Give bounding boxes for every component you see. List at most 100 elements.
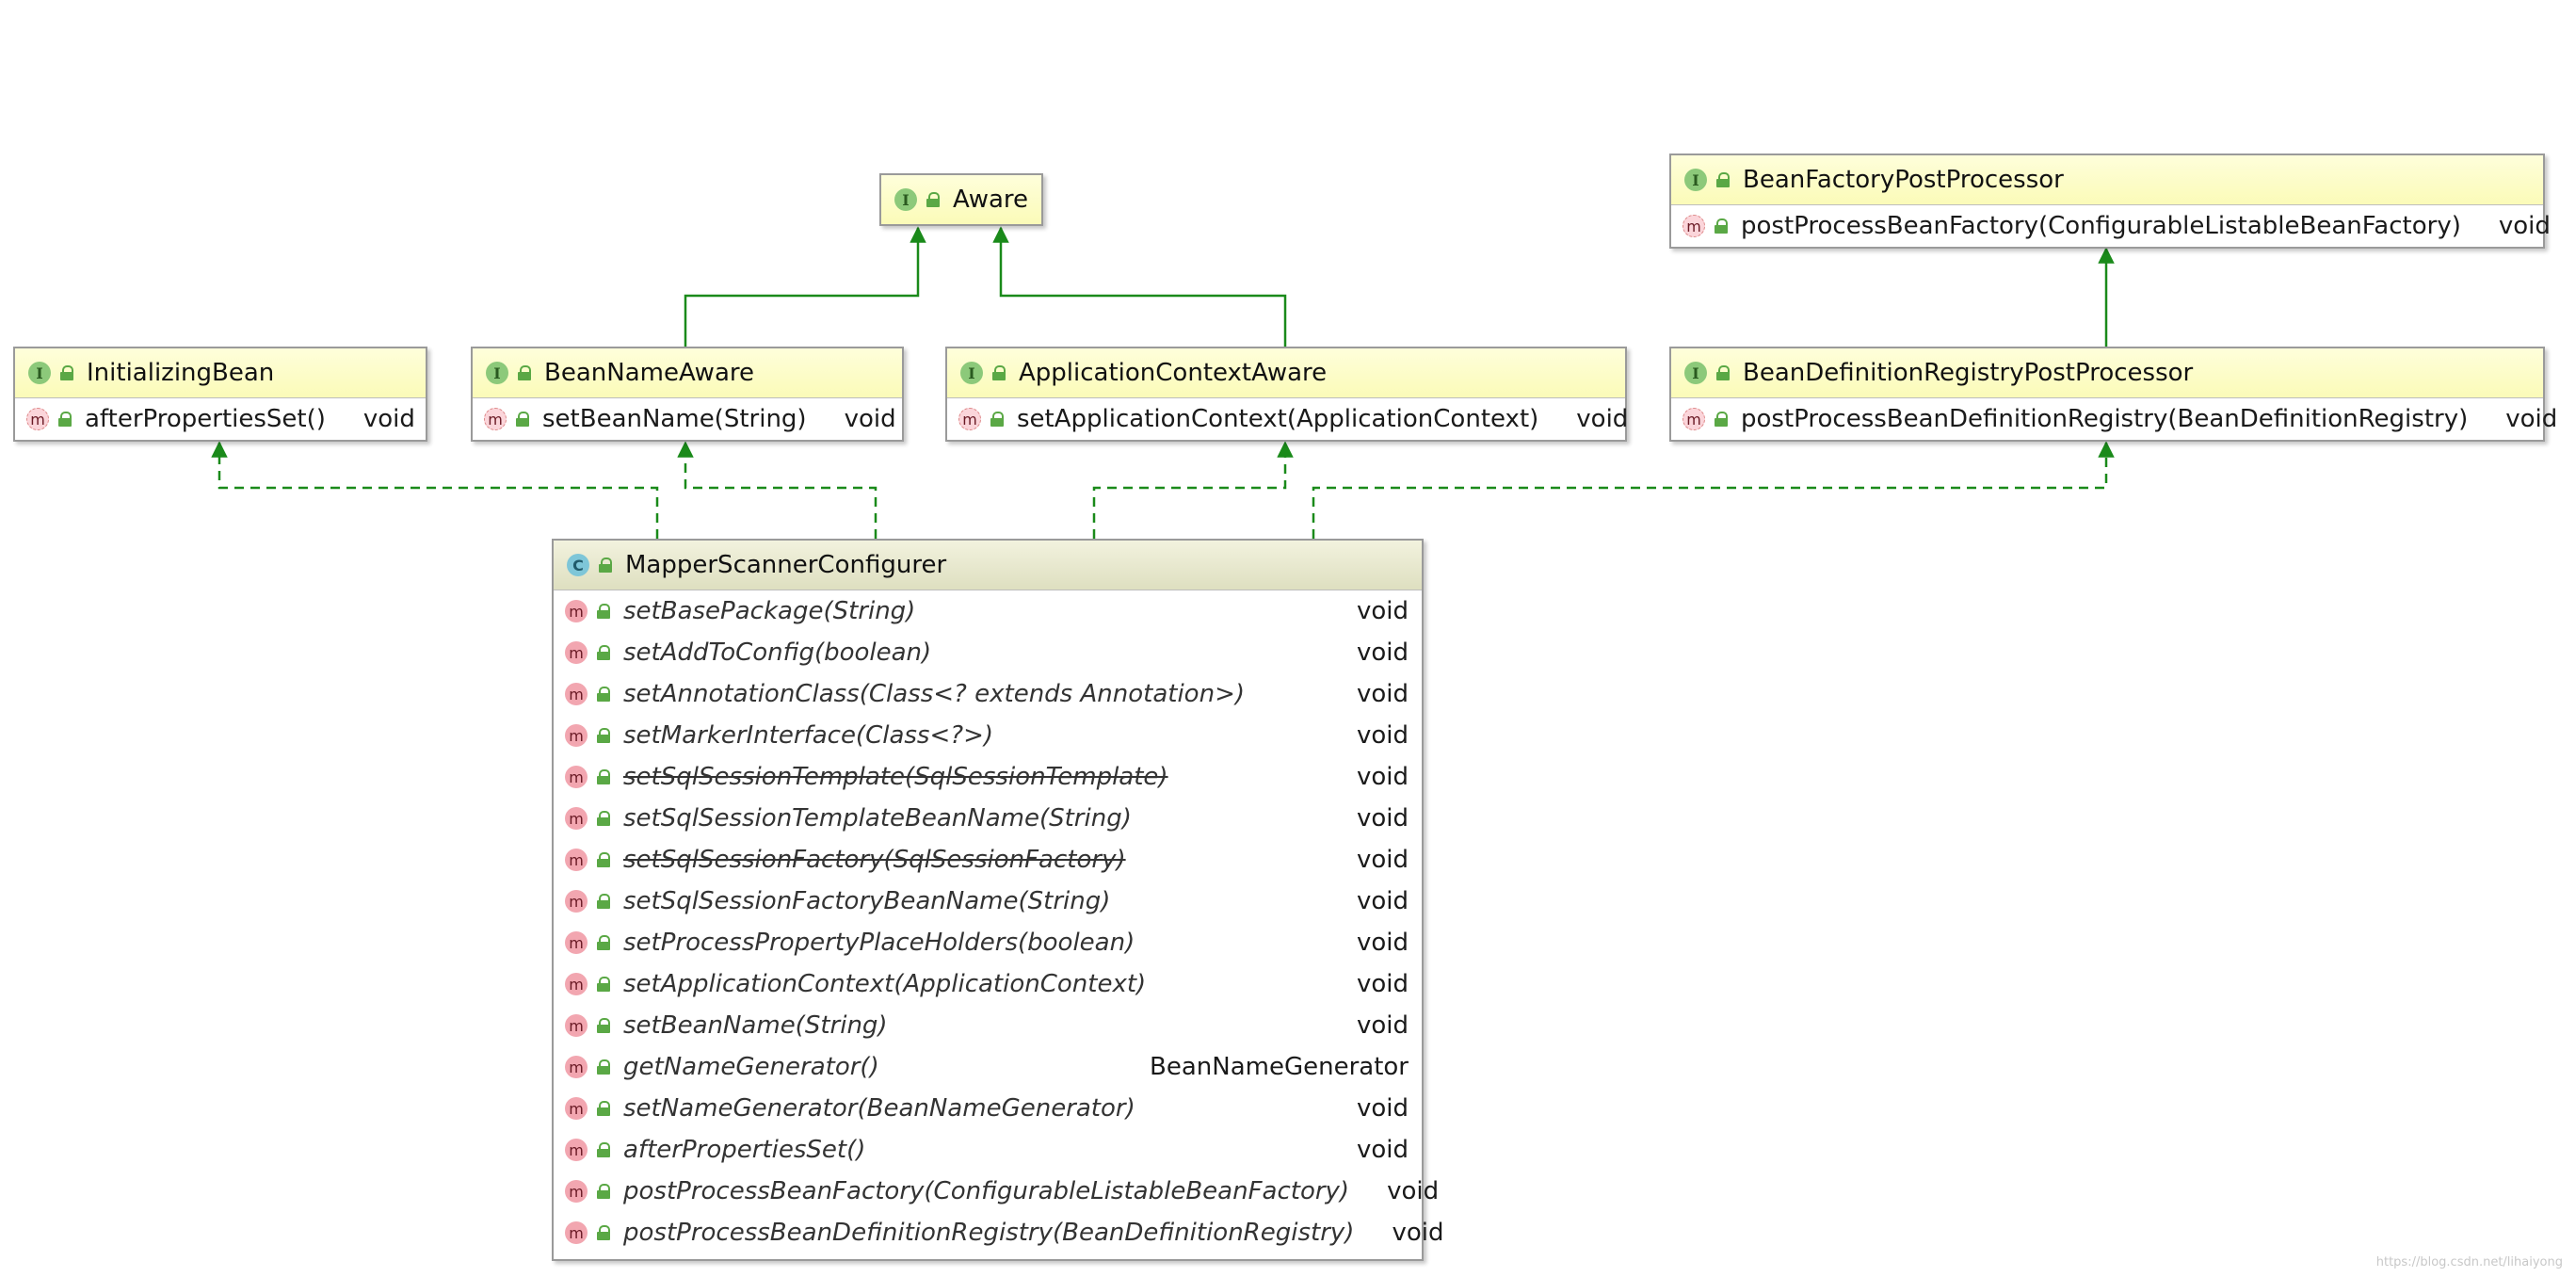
method-name: setApplicationContext(ApplicationContext… — [623, 970, 1147, 998]
public-lock-icon — [597, 977, 610, 992]
public-lock-icon — [597, 1018, 610, 1033]
public-lock-icon — [60, 365, 73, 380]
method-row: m setBeanName(String) void — [473, 398, 902, 440]
method-name: setProcessPropertyPlaceHolders(boolean) — [623, 929, 1135, 957]
node-application-context-aware[interactable]: I ApplicationContextAware m setApplicati… — [945, 347, 1629, 442]
node-title: MapperScannerConfigurer — [625, 551, 947, 579]
node-header: I BeanDefinitionRegistryPostProcessor — [1671, 348, 2543, 397]
return-type: void — [1356, 1136, 1409, 1164]
public-lock-icon — [597, 894, 610, 909]
method-name: postProcessBeanFactory(ConfigurableLista… — [1741, 212, 2461, 240]
method-icon: m — [565, 641, 588, 664]
method-icon: m — [565, 1014, 588, 1037]
method-icon: m — [565, 1097, 588, 1120]
method-icon: m — [565, 807, 588, 830]
public-lock-icon — [597, 769, 610, 784]
return-type: void — [2498, 212, 2551, 240]
node-header: I InitializingBean — [15, 348, 426, 397]
node-title: ApplicationContextAware — [1019, 359, 1328, 387]
method-name: postProcessBeanFactory(ConfigurableLista… — [623, 1177, 1350, 1205]
node-initializing-bean[interactable]: I InitializingBean m afterPropertiesSet(… — [13, 347, 427, 442]
public-lock-icon — [518, 365, 531, 380]
public-lock-icon — [597, 1184, 610, 1199]
method-name: setBeanName(String) — [623, 1011, 888, 1040]
node-header: C MapperScannerConfigurer — [554, 541, 1422, 590]
public-lock-icon — [597, 687, 610, 702]
edge-beannameaware-extends-aware — [684, 226, 926, 347]
node-header: I BeanNameAware — [473, 348, 902, 397]
method-row: m setSqlSessionTemplateBeanName(String) vo… — [554, 798, 1422, 839]
interface-icon: I — [1684, 362, 1707, 384]
return-type: void — [844, 405, 896, 433]
node-bean-name-aware[interactable]: I BeanNameAware m setBeanName(String) vo… — [471, 347, 904, 442]
node-title: InitializingBean — [87, 359, 275, 387]
method-row: m postProcessBeanDefinitionRegistry(Bean… — [1671, 398, 2557, 440]
return-type: void — [1387, 1177, 1440, 1205]
public-lock-icon — [597, 1059, 610, 1075]
node-header: I BeanFactoryPostProcessor — [1671, 155, 2543, 204]
method-icon: m — [565, 766, 588, 788]
public-lock-icon — [1716, 365, 1730, 380]
class-icon: C — [567, 554, 589, 576]
edge-applicationcontextaware-extends-aware — [992, 226, 1287, 347]
node-bean-definition-registry-post-processor[interactable]: I BeanDefinitionRegistryPostProcessor m … — [1669, 347, 2557, 442]
interface-icon: I — [960, 362, 983, 384]
method-icon: m — [565, 683, 588, 705]
edge-msc-implements-initializingbean — [211, 441, 659, 539]
method-icon: m — [565, 931, 588, 954]
method-row: m afterPropertiesSet() void — [15, 398, 426, 440]
method-name: setSqlSessionFactoryBeanName(String) — [623, 887, 1111, 915]
return-type: void — [1356, 638, 1409, 667]
method-row: m setApplicationContext(ApplicationContex… — [554, 963, 1422, 1005]
method-row: m setMarkerInterface(Class<?>) void — [554, 715, 1422, 756]
method-name: setAddToConfig(boolean) — [623, 638, 932, 667]
public-lock-icon — [597, 852, 610, 867]
interface-icon: I — [894, 188, 917, 211]
method-icon: m — [565, 890, 588, 913]
return-type: void — [1356, 1011, 1409, 1040]
abstract-method-icon: m — [1682, 215, 1705, 237]
abstract-method-icon: m — [484, 408, 507, 430]
return-type: void — [1356, 721, 1409, 750]
public-lock-icon — [597, 1101, 610, 1116]
method-name: postProcessBeanDefinitionRegistry(BeanDe… — [1741, 405, 2469, 433]
node-bean-factory-post-processor[interactable]: I BeanFactoryPostProcessor m postProcess… — [1669, 154, 2551, 249]
return-type: void — [1576, 405, 1629, 433]
node-title: BeanFactoryPostProcessor — [1743, 166, 2064, 194]
abstract-method-icon: m — [1682, 408, 1705, 430]
method-name: setSqlSessionFactory(SqlSessionFactory) — [623, 846, 1126, 874]
public-lock-icon — [926, 192, 940, 207]
return-type: void — [1356, 804, 1409, 832]
method-row: m setApplicationContext(ApplicationConte… — [947, 398, 1629, 440]
method-icon: m — [565, 973, 588, 995]
method-name: setSqlSessionTemplateBeanName(String) — [623, 804, 1132, 832]
method-row: m postProcessBeanFactory(ConfigurableLis… — [1671, 205, 2551, 247]
public-lock-icon — [992, 365, 1006, 380]
node-aware[interactable]: I Aware — [879, 173, 1043, 226]
public-lock-icon — [1715, 412, 1728, 427]
public-lock-icon — [1716, 172, 1730, 187]
return-type: void — [1356, 970, 1409, 998]
method-icon: m — [565, 724, 588, 747]
return-type: void — [2505, 405, 2558, 433]
public-lock-icon — [1715, 218, 1728, 234]
public-lock-icon — [597, 1142, 610, 1157]
return-type: void — [1392, 1219, 1444, 1247]
public-lock-icon — [597, 728, 610, 743]
method-name: afterPropertiesSet() — [85, 405, 326, 433]
public-lock-icon — [516, 412, 529, 427]
method-name: setMarkerInterface(Class<?>) — [623, 721, 993, 750]
node-title: BeanNameAware — [544, 359, 754, 387]
node-header: I Aware — [881, 175, 1041, 224]
method-icon: m — [565, 1221, 588, 1244]
node-title: Aware — [953, 186, 1029, 214]
